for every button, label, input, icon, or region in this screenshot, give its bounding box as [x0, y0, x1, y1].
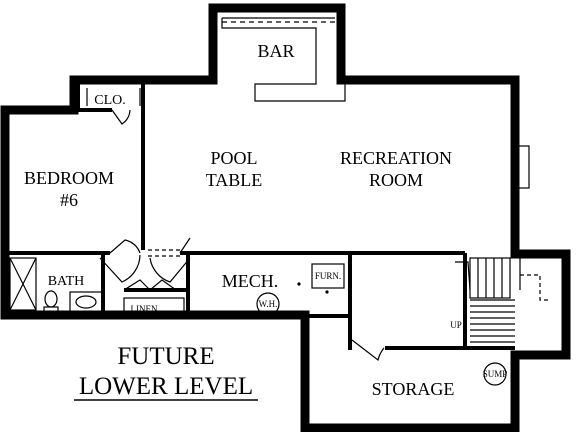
- label-bar: BAR: [257, 41, 294, 61]
- label-closet: CLO.: [94, 93, 126, 108]
- title-line-2: LOWER LEVEL: [79, 373, 253, 400]
- label-sump: SUMP: [483, 369, 508, 379]
- label-up: UP: [450, 320, 462, 330]
- label-bath: BATH: [48, 274, 85, 289]
- label-mech: MECH.: [222, 271, 279, 291]
- interior-walls: [5, 84, 515, 350]
- exterior-walls: [0, 3, 571, 432]
- thin-details: [1, 17, 550, 386]
- title-line-1: FUTURE: [117, 343, 214, 370]
- label-storage: STORAGE: [372, 379, 455, 399]
- label-furnace: FURN.: [315, 271, 341, 281]
- mech-dot-2: [325, 290, 329, 294]
- label-water-heater: W.H.: [259, 299, 278, 309]
- label-linen: LINEN: [131, 304, 158, 314]
- label-rec-1: RECREATION: [340, 148, 452, 168]
- label-pool-1: POOL: [210, 148, 257, 168]
- label-bedroom-2: #6: [60, 190, 78, 210]
- label-bedroom-1: BEDROOM: [24, 168, 114, 188]
- label-pool-2: TABLE: [206, 170, 263, 190]
- label-rec-2: ROOM: [369, 170, 423, 190]
- mech-dot-1: [297, 282, 301, 286]
